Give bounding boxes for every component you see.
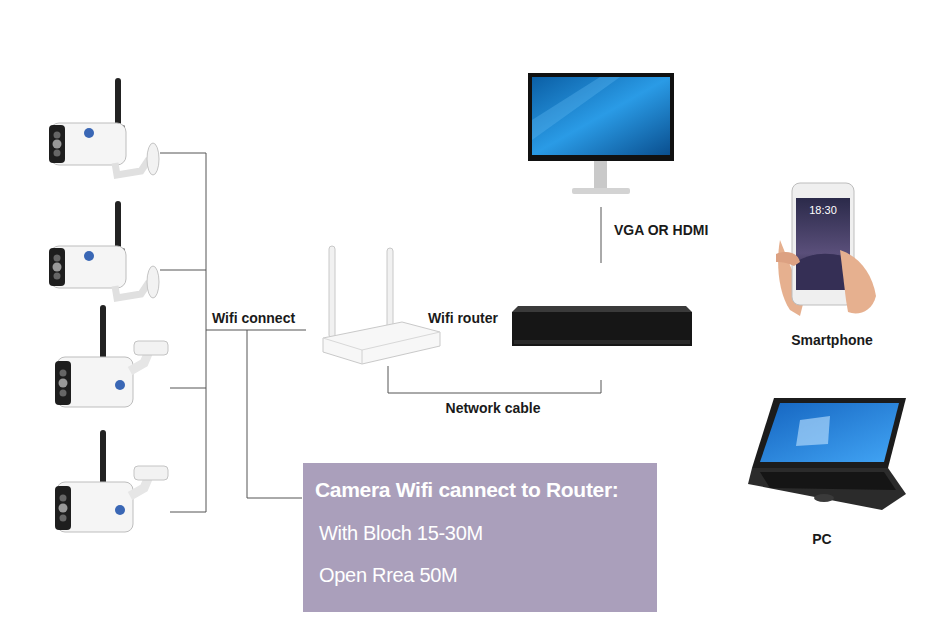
nvr-recorder: [512, 306, 692, 346]
camera-2: [49, 201, 159, 298]
note-box: Camera Wifi cannect to Router: With Bloch…: [303, 463, 657, 612]
camera-4: [55, 430, 168, 532]
video-cable-line: [601, 207, 602, 263]
device-label: VGA OR HDMI: [614, 221, 708, 239]
monitor: [528, 73, 674, 194]
camera-1: [49, 78, 159, 175]
device-label: Network cable: [446, 399, 541, 417]
camera-bracket: [160, 153, 206, 512]
smartphone: [776, 183, 876, 316]
note-line: Open Rrea 50M: [315, 563, 645, 587]
note-line: With Bloch 15-30M: [315, 521, 645, 545]
network-cable-line: [388, 366, 601, 393]
wifi-line: [206, 330, 306, 331]
device-label: PC: [812, 530, 831, 548]
device-label: Wifi connect: [212, 309, 295, 327]
laptop: [748, 398, 906, 510]
device-label: Smartphone: [791, 331, 873, 349]
note-leader: [247, 330, 302, 498]
device-label: Wifi router: [428, 309, 498, 327]
wifi-router: [323, 246, 440, 364]
camera-3: [55, 305, 168, 407]
screen-clock: 18:30: [809, 204, 837, 217]
note-heading: Camera Wifi cannect to Router:: [315, 477, 645, 503]
